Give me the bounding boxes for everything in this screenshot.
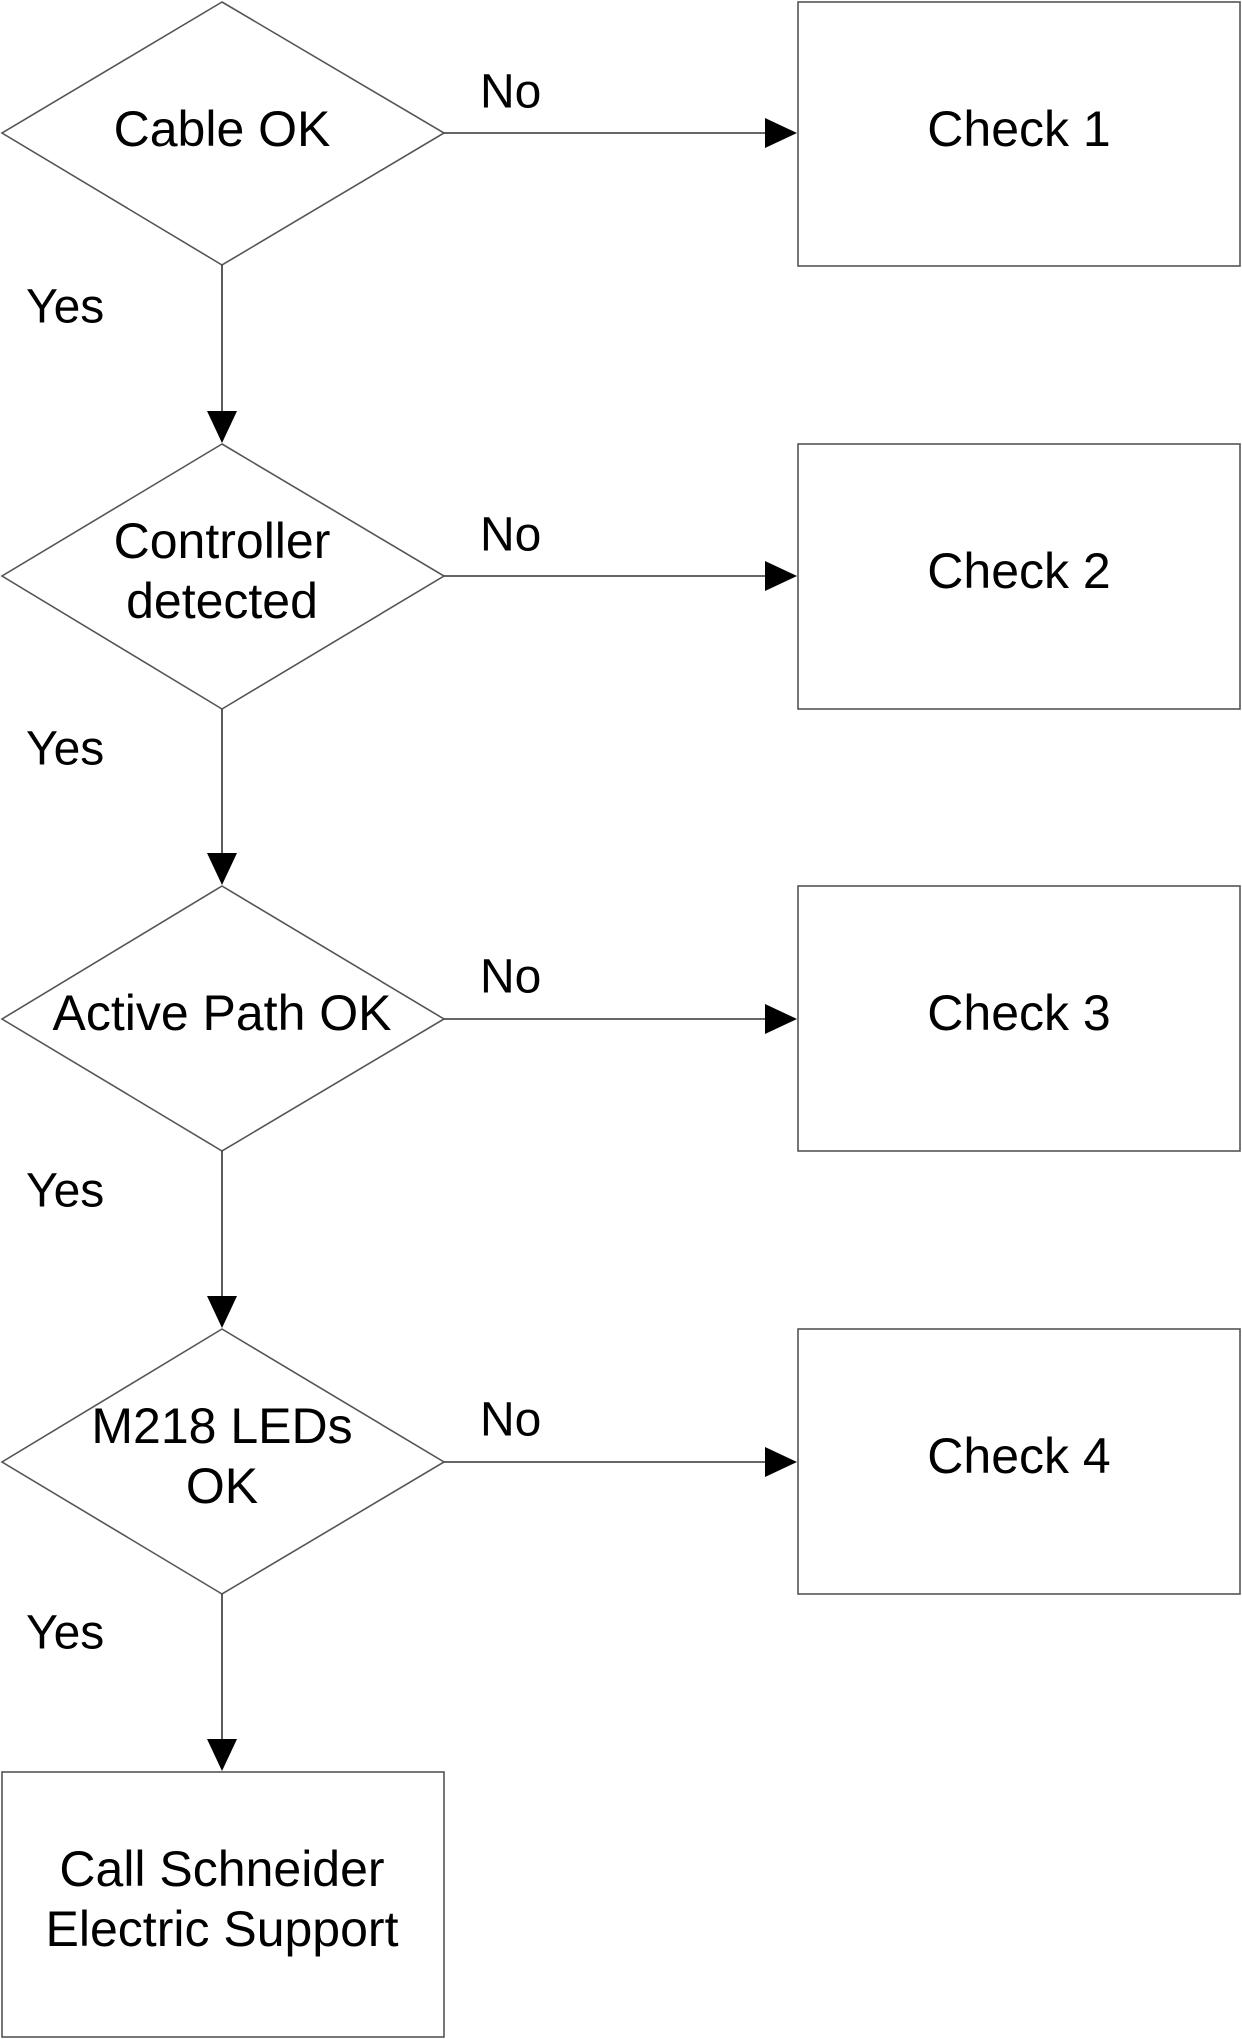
check-2-label: Check 2 xyxy=(927,543,1110,599)
edge-no-1-arrowhead xyxy=(765,118,797,148)
edge-no-1: No xyxy=(444,66,797,148)
edge-no-2: No xyxy=(444,509,797,591)
decision-3-label: Active Path OK xyxy=(52,985,391,1041)
final-box-label-line-2: Electric Support xyxy=(46,1901,399,1957)
final-box-label-line-1: Call Schneider xyxy=(59,1841,384,1897)
decision-controller-detected: Controller detected xyxy=(0,443,446,710)
check-4-box xyxy=(797,1328,1241,1595)
edge-no-4-label: No xyxy=(480,1394,541,1447)
decision-4-label-line-1: M218 LEDs xyxy=(91,1398,352,1454)
check-2: Check 2 xyxy=(797,443,1241,710)
decision-2-label-line-2: detected xyxy=(126,573,318,629)
check-1: Check 1 xyxy=(797,1,1241,267)
edge-yes-3: Yes xyxy=(26,1151,237,1328)
edge-yes-4-label: Yes xyxy=(26,1607,104,1660)
final-support-box: Call Schneider Electric Support xyxy=(1,1771,445,2038)
edge-no-3: No xyxy=(444,951,797,1034)
check-4-label: Check 4 xyxy=(927,1428,1110,1484)
check-3: Check 3 xyxy=(797,885,1241,1152)
final-box xyxy=(1,1771,445,2038)
edge-no-2-label: No xyxy=(480,509,541,562)
edge-no-3-label: No xyxy=(480,951,541,1004)
edge-yes-3-label: Yes xyxy=(26,1165,104,1218)
edge-yes-1-arrowhead xyxy=(207,411,237,443)
edge-no-1-label: No xyxy=(480,66,541,119)
decision-4-label-line-2: OK xyxy=(186,1458,258,1514)
edge-yes-3-arrowhead xyxy=(207,1296,237,1328)
edge-yes-1-label: Yes xyxy=(26,281,104,334)
decision-2-label-line-1: Controller xyxy=(114,513,331,569)
decision-m218-leds-ok: M218 LEDs OK xyxy=(0,1328,446,1595)
edge-no-3-arrowhead xyxy=(765,1004,797,1034)
edge-no-2-arrowhead xyxy=(765,561,797,591)
check-2-box xyxy=(797,443,1241,710)
check-1-box xyxy=(797,1,1241,267)
edge-yes-2-arrowhead xyxy=(207,853,237,885)
check-3-label: Check 3 xyxy=(927,985,1110,1041)
edge-yes-4: Yes xyxy=(26,1594,237,1771)
decision-active-path-ok: Active Path OK xyxy=(0,885,446,1152)
edge-yes-2: Yes xyxy=(26,709,237,885)
edge-yes-4-arrowhead xyxy=(207,1739,237,1771)
edge-no-4: No xyxy=(444,1394,797,1477)
edge-yes-1: Yes xyxy=(26,265,237,443)
check-4: Check 4 xyxy=(797,1328,1241,1595)
decision-cable-ok: Cable OK xyxy=(0,1,446,266)
edge-no-4-arrowhead xyxy=(765,1447,797,1477)
check-3-box xyxy=(797,885,1241,1152)
edge-yes-2-label: Yes xyxy=(26,723,104,776)
decision-1-label: Cable OK xyxy=(114,101,331,157)
check-1-label: Check 1 xyxy=(927,101,1110,157)
